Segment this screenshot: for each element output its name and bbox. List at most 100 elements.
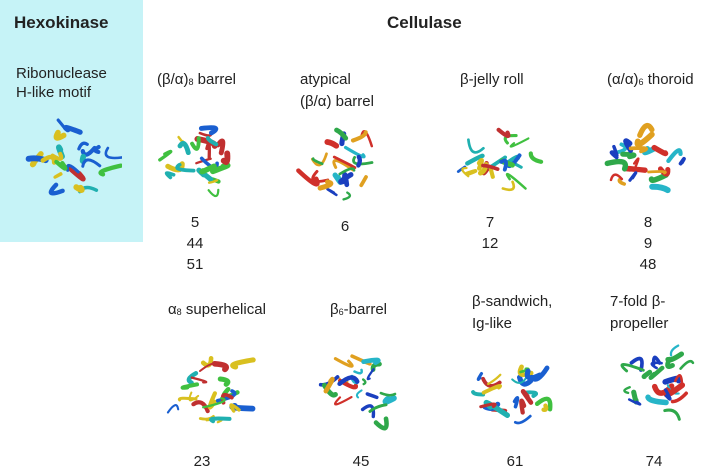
protein-ribbon xyxy=(609,150,619,160)
fold-label-line1: Ribonuclease xyxy=(16,65,107,82)
fold-label: α8 superhelical xyxy=(168,300,266,322)
protein-ribbon xyxy=(476,371,484,381)
protein-ribbon xyxy=(520,389,534,405)
protein-ribbon xyxy=(323,376,335,394)
family-number: 7 xyxy=(485,214,495,231)
protein-ribbon xyxy=(365,392,379,400)
protein-ribbon xyxy=(207,179,219,184)
hexokinase-panel xyxy=(0,0,143,242)
cellulase-structure xyxy=(620,344,695,421)
protein-ribbon xyxy=(53,172,63,179)
family-number: 61 xyxy=(506,453,524,470)
protein-ribbon xyxy=(481,163,500,171)
fold-label-text: β-sandwich, xyxy=(472,293,553,310)
protein-ribbon xyxy=(628,171,638,182)
protein-ribbon xyxy=(617,177,626,186)
protein-ribbon xyxy=(519,398,527,415)
family-number: 48 xyxy=(639,256,657,273)
protein-ribbon xyxy=(205,136,219,147)
protein-ribbon xyxy=(665,356,675,369)
cellulase-structure xyxy=(166,356,256,424)
protein-ribbon xyxy=(54,159,68,171)
protein-ribbon xyxy=(334,127,349,141)
fold-label: β-sandwich, Ig-like xyxy=(472,292,552,333)
protein-ribbon xyxy=(505,172,527,190)
protein-ribbon xyxy=(356,154,363,168)
protein-ribbon xyxy=(525,390,539,398)
fold-label-text: barrel xyxy=(193,71,237,88)
fold-label-subscript: 8 xyxy=(188,77,194,87)
fold-label-line2: Ig-like xyxy=(472,315,513,332)
protein-ribbon xyxy=(352,155,374,166)
protein-ribbon xyxy=(104,146,122,160)
protein-ribbon xyxy=(175,162,196,173)
fold-label-line1: β-jelly roll xyxy=(460,70,524,92)
cellulase-structure xyxy=(158,125,231,198)
protein-ribbon xyxy=(509,137,530,148)
protein-ribbon xyxy=(631,389,639,405)
fold-label: (β/α)8 barrel xyxy=(157,70,236,92)
family-numbers: 23 xyxy=(172,451,232,472)
protein-ribbon xyxy=(334,396,353,406)
fold-label-text: 7-fold β- xyxy=(610,293,666,310)
protein-ribbon xyxy=(666,148,683,164)
fold-label: β-jelly roll xyxy=(460,70,524,92)
protein-ribbon xyxy=(637,122,655,138)
protein-ribbon xyxy=(48,182,65,196)
fold-label-text: thoroid xyxy=(643,71,694,88)
protein-ribbon xyxy=(188,391,200,402)
protein-ribbon xyxy=(517,374,534,387)
protein-ribbon xyxy=(77,141,89,151)
protein-ribbon xyxy=(186,371,199,386)
fold-label-line1: 7-fold β- xyxy=(610,292,668,314)
protein-ribbon xyxy=(479,402,497,409)
protein-ribbon xyxy=(164,171,176,180)
protein-ribbon xyxy=(158,149,173,162)
protein-ribbon xyxy=(211,360,230,373)
protein-ribbon xyxy=(217,376,231,387)
protein-ribbon xyxy=(524,368,543,381)
protein-ribbon xyxy=(669,344,680,357)
hexokinase-title: Hexokinase xyxy=(14,13,109,32)
protein-ribbon xyxy=(499,158,508,172)
fold-label: β6-barrel xyxy=(330,300,387,322)
protein-ribbon xyxy=(634,131,655,148)
fold-label-subscript: 8 xyxy=(176,307,182,317)
protein-ribbon xyxy=(620,362,645,373)
protein-ribbon xyxy=(512,396,520,409)
protein-ribbon xyxy=(481,383,503,395)
fold-label: (α/α)6 thoroid xyxy=(607,70,694,92)
protein-ribbon xyxy=(678,156,686,166)
protein-ribbon xyxy=(332,159,355,172)
protein-ribbon xyxy=(476,158,484,171)
protein-ribbon xyxy=(528,151,544,164)
protein-ribbon xyxy=(73,184,85,193)
protein-ribbon xyxy=(198,125,219,136)
fold-label-text: β xyxy=(330,301,339,318)
family-number: 9 xyxy=(643,235,653,252)
cellulase-structure xyxy=(296,127,374,201)
protein-ribbon xyxy=(366,368,375,381)
fold-label-line1: (β/α)8 barrel xyxy=(157,70,236,92)
cellulase-structure xyxy=(456,127,544,192)
cellulase-structure xyxy=(318,354,397,431)
protein-ribbon xyxy=(663,388,672,401)
fold-label-subscript: 6 xyxy=(338,307,344,317)
protein-ribbon xyxy=(679,359,695,370)
hexokinase-fold-label: Ribonuclease H-like motif xyxy=(16,64,107,102)
family-number: 12 xyxy=(481,235,499,252)
protein-ribbon xyxy=(609,173,624,182)
protein-ribbon xyxy=(628,146,649,154)
fold-label-line2: (β/α) barrel xyxy=(300,93,374,110)
protein-ribbon xyxy=(202,397,226,409)
protein-ribbon xyxy=(633,157,640,168)
cellulase-structure xyxy=(604,122,686,194)
protein-ribbon xyxy=(674,374,684,383)
fold-label: atypical(β/α) barrel xyxy=(300,70,374,111)
protein-ribbon xyxy=(56,118,67,131)
protein-ribbon xyxy=(373,416,389,431)
fold-label-line1: β-sandwich, xyxy=(472,292,552,314)
protein-ribbon xyxy=(326,187,338,197)
